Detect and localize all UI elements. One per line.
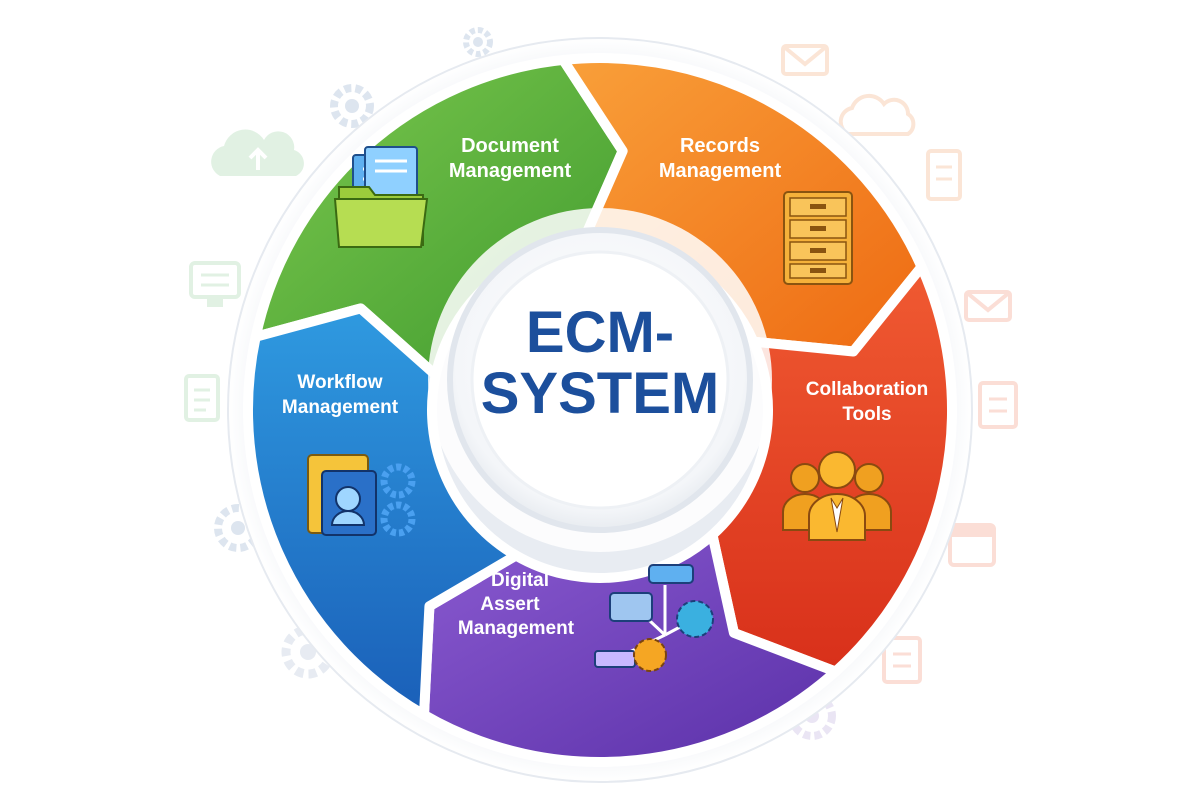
label-line: Tools	[842, 404, 891, 425]
workflow-gears-icon	[307, 454, 416, 537]
asset-network-icon	[594, 564, 714, 672]
segment-label-collaboration-tools: Collaboration Tools	[806, 379, 928, 425]
calendar-icon	[948, 523, 996, 567]
segment-label-digital-asset-management: Digital Assert Management	[458, 570, 575, 639]
label-line: Records	[680, 135, 760, 157]
monitor-icon	[189, 261, 241, 307]
center-title-line1: ECM-	[526, 300, 674, 365]
label-line: Document	[461, 135, 559, 157]
people-group-icon	[782, 451, 892, 541]
clipboard-icon	[184, 374, 220, 422]
document-icon	[978, 381, 1018, 429]
document-icon	[882, 636, 922, 684]
envelope-icon	[781, 44, 829, 76]
envelope-icon	[964, 290, 1012, 322]
folder-documents-icon	[333, 146, 429, 248]
gear-icon	[463, 27, 493, 57]
segment-label-workflow-management: Workflow Management	[282, 372, 399, 418]
center-inner-circle	[470, 250, 730, 510]
label-line: Management	[659, 160, 782, 182]
label-line: Management	[449, 160, 572, 182]
label-line: Management	[458, 618, 575, 639]
segment-label-document-management: Document Management	[449, 135, 572, 182]
label-line: Workflow	[297, 372, 382, 393]
segment-workflow-management	[243, 303, 521, 720]
document-icon	[926, 149, 962, 201]
cloud-upload-icon	[211, 129, 304, 176]
label-line: Management	[282, 397, 399, 418]
center-title-line2: SYSTEM	[481, 361, 720, 426]
label-line: Digital	[491, 570, 549, 591]
segment-label-records-management: Records Management	[659, 135, 782, 182]
cloud-icon	[838, 93, 916, 136]
label-line: Collaboration	[806, 379, 928, 400]
gear-icon	[330, 84, 374, 128]
label-line: Assert	[480, 594, 540, 615]
filing-cabinet-icon	[783, 191, 853, 285]
